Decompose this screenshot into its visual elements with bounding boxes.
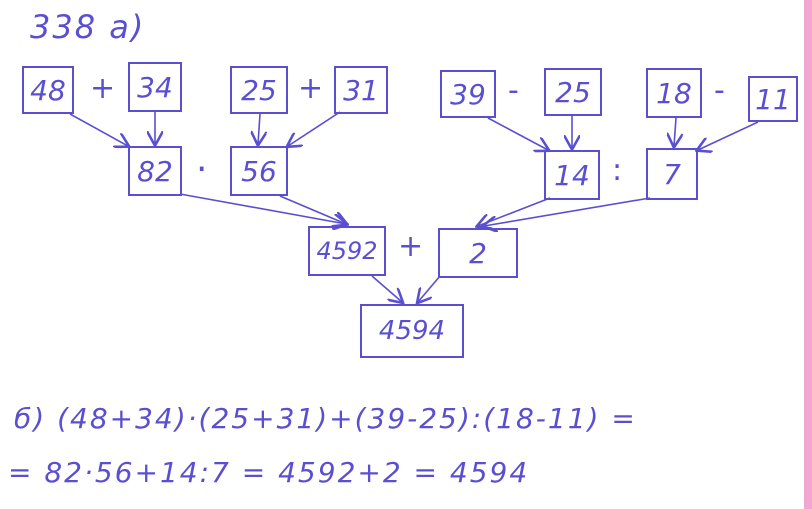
box-11: 11: [748, 76, 798, 122]
arrow-25-to-56: [258, 113, 260, 144]
part-b-line-1: б) (48+34)·(25+31)+(39-25):(18-11) =: [14, 402, 637, 435]
arrow-39-to-14: [487, 117, 548, 150]
box-34: 34: [128, 62, 182, 112]
box-31: 31: [334, 66, 388, 114]
box-18: 18: [646, 68, 702, 118]
arrow-2-to-4594: [418, 275, 441, 302]
op-colon: :: [612, 153, 623, 188]
op-minus-1: -: [508, 73, 519, 108]
arrow-48-to-82: [69, 113, 128, 146]
op-plus-1: +: [90, 71, 116, 106]
op-dot: ·: [196, 149, 208, 190]
box-4594: 4594: [360, 304, 464, 358]
box-39: 39: [440, 70, 496, 118]
problem-label: 338 а): [30, 8, 146, 46]
arrow-31-to-56: [288, 111, 341, 146]
box-48: 48: [22, 66, 74, 114]
box-25-a: 25: [230, 66, 288, 114]
arrow-11-to-7: [698, 121, 759, 150]
box-4592: 4592: [308, 226, 386, 276]
arrow-56-to-4592: [279, 195, 346, 224]
arrow-18-to-7: [674, 117, 676, 146]
arrow-82-to-4592: [179, 193, 346, 224]
arrow-7-to-2: [484, 197, 651, 226]
op-plus-2: +: [298, 71, 324, 106]
page-edge: [804, 0, 812, 509]
arrow-4592-to-4594: [371, 275, 402, 302]
arrow-14-to-2: [478, 197, 551, 226]
op-plus-3: +: [398, 229, 424, 264]
op-minus-2: -: [714, 73, 725, 108]
part-b-line-2: = 82·56+14:7 = 4592+2 = 4594: [8, 456, 530, 489]
box-25-b: 25: [544, 68, 602, 116]
